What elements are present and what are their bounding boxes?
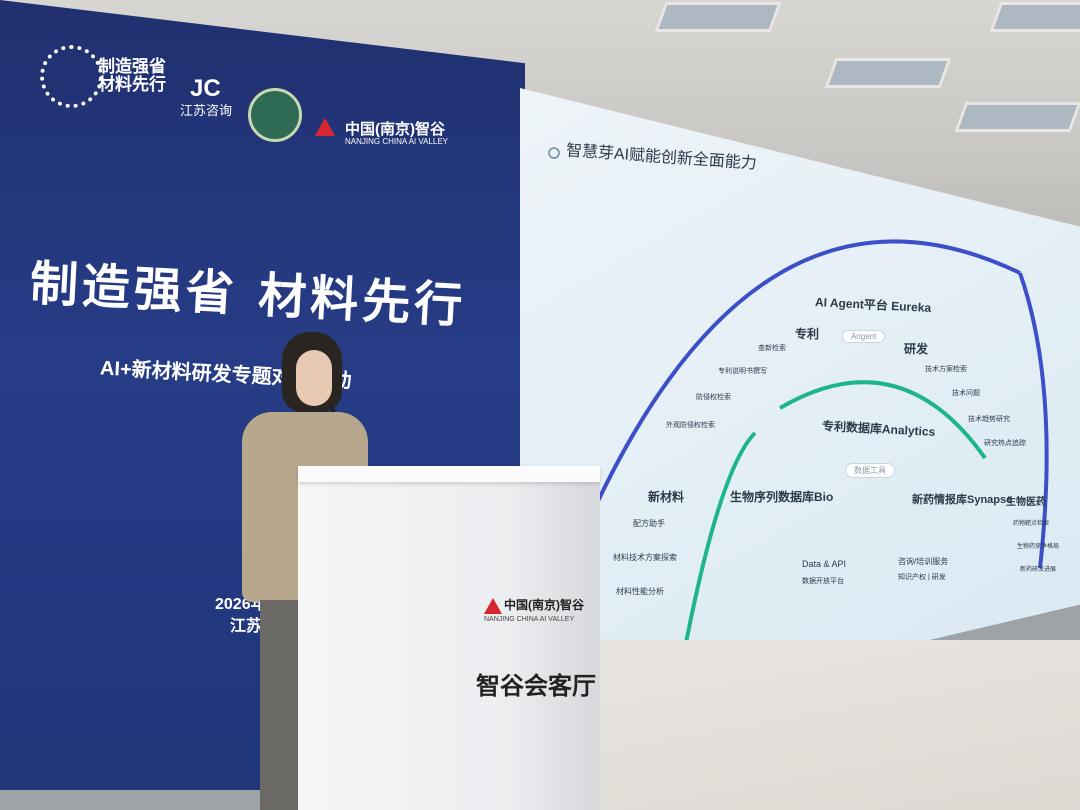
jiangsu-seal-icon: JC: [190, 75, 221, 102]
ai-valley-name: 中国(南京)智谷: [345, 121, 445, 138]
agent-badge: Angent: [842, 330, 886, 343]
materials-label: 新材料: [648, 490, 685, 504]
podium-sign: 智谷会客厅: [476, 673, 596, 700]
ai-valley-name-en: NANJING CHINA AI VALLEY: [345, 137, 448, 146]
inner-arc-left: [683, 431, 757, 649]
speaker-legs: [260, 600, 304, 810]
ai-valley-logo-icon: [315, 118, 335, 136]
data-api-sub: 数据开放平台: [802, 578, 844, 585]
materials-item: 材料技术方案探索: [613, 553, 677, 562]
biomed-item: 生物药竞争格局: [1017, 544, 1060, 550]
patent-item: 防侵权检索: [696, 394, 731, 401]
consult-label: 咨询/培训服务: [898, 557, 949, 566]
analytics-badge: 数据工具: [845, 463, 895, 478]
biomed-item: 药物靶点检索: [1013, 521, 1050, 527]
logo-text-2: 江苏咨询: [180, 103, 233, 118]
consult-sub: 知识产权 | 研发: [898, 574, 946, 581]
ceiling-vent: [989, 2, 1080, 32]
bio-label: 生物序列数据库Bio: [730, 490, 834, 504]
materials-item: 材料性能分析: [616, 587, 664, 596]
materials-item: 配方助手: [633, 519, 665, 528]
backdrop-place: 江苏: [230, 618, 263, 635]
floor: [520, 640, 1080, 810]
patent-item: 查新检索: [758, 345, 786, 352]
ceiling-vent: [954, 102, 1080, 132]
rnd-item: 技术问题: [952, 390, 980, 397]
patent-item: 外观防侵权检索: [666, 422, 715, 429]
biomed-item: 新药研发进展: [1020, 567, 1057, 573]
ceiling-vent: [824, 58, 952, 88]
rnd-label: 研发: [904, 342, 929, 356]
podium-logo-cn: 中国(南京)智谷: [504, 598, 584, 612]
rnd-item: 技术趋势研究: [968, 416, 1010, 423]
patent-label: 专利: [795, 327, 820, 341]
gear-logo-icon: [40, 45, 103, 108]
ceiling-vent: [654, 2, 782, 32]
outer-arc: [588, 239, 1021, 519]
bullet-icon: [548, 147, 560, 159]
speaker-face: [296, 350, 332, 406]
podium: 中国(南京)智谷 NANJING CHINA AI VALLEY 智谷会客厅: [298, 466, 600, 810]
synapse-label: 新药情报库Synapse: [912, 494, 1013, 506]
logo-text-1: 制造强省 材料先行: [98, 57, 166, 94]
backdrop-headline: 制造强省 材料先行: [28, 255, 468, 335]
inner-arc: [778, 380, 987, 460]
podium-logo-en: NANJING CHINA AI VALLEY: [484, 616, 575, 623]
slide-arcs: [548, 147, 1049, 649]
rnd-item: 技术方案检索: [925, 366, 967, 373]
podium-top: [298, 466, 600, 482]
biomed-label: 生物医药: [1006, 497, 1046, 508]
patent-item: 专利说明书撰写: [718, 368, 767, 375]
outer-arc-right: [1018, 272, 1049, 569]
emblem-logo-icon: [248, 88, 302, 142]
ai-valley-logo-icon: [484, 598, 502, 614]
data-api-label: Data & API: [802, 559, 847, 569]
podium-front: 中国(南京)智谷 NANJING CHINA AI VALLEY 智谷会客厅: [298, 480, 600, 810]
rnd-item: 研究热点追踪: [984, 440, 1026, 447]
